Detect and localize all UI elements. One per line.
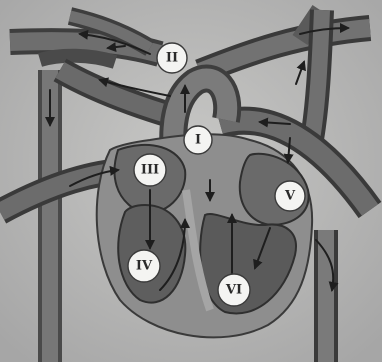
heart (97, 134, 312, 337)
label-ii: II (157, 43, 187, 73)
label-vi: VI (218, 274, 250, 306)
label-i: I (184, 126, 212, 154)
label-iv: IV (128, 250, 160, 282)
label-iv-text: IV (136, 259, 153, 274)
label-iii: III (134, 154, 166, 186)
label-v-text: V (284, 189, 296, 204)
label-i-text: I (195, 133, 201, 148)
label-vi-text: VI (225, 283, 242, 298)
label-ii-text: II (166, 51, 178, 66)
label-iii-text: III (141, 163, 159, 178)
label-v: V (275, 181, 305, 211)
